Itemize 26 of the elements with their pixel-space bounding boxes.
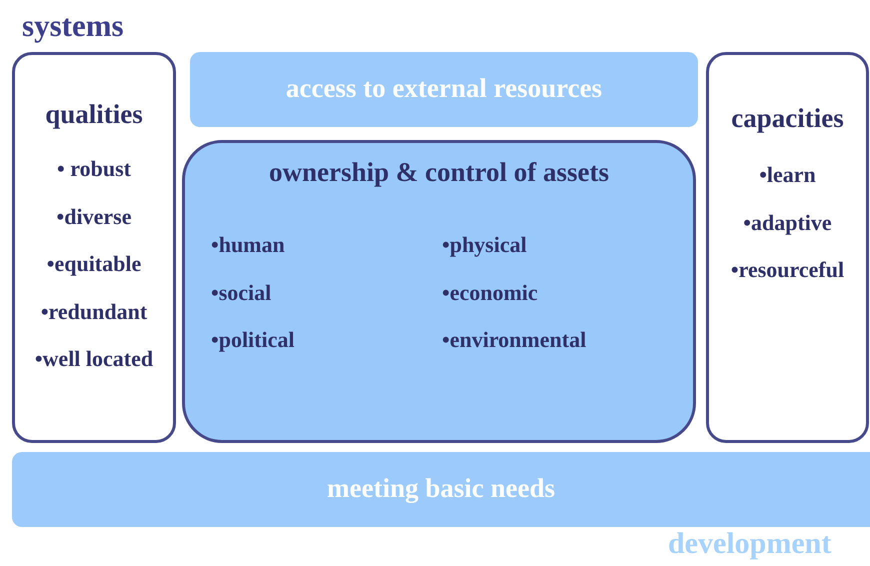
needs-band [12, 452, 870, 527]
bullet-item: •physical [442, 232, 527, 258]
bullet-item: •learn [758, 162, 817, 188]
bullet-item: •redundant [40, 298, 148, 325]
bullet-item: •well located [34, 346, 154, 372]
bullet-item: •human [211, 232, 285, 258]
corner-label: development [668, 527, 832, 561]
bullet-item: •adaptive [742, 210, 833, 236]
corner-label: systems [22, 8, 124, 44]
bullet-item: •diverse [56, 204, 132, 230]
bullet-item: •equitable [46, 251, 142, 278]
bullet-item: •resourceful [730, 257, 846, 284]
band-label: access to external resources [284, 72, 604, 104]
panel-heading: ownership & control of assets [268, 157, 610, 188]
resource-band [190, 52, 698, 127]
bullet-item: •environmental [442, 327, 586, 354]
bullet-item: • robust [56, 156, 132, 182]
bullet-item: •political [211, 327, 294, 354]
capacities-panel [706, 52, 869, 443]
panel-heading: capacities [730, 103, 845, 134]
panel-heading: qualities [44, 99, 144, 130]
qualities-panel [12, 52, 176, 443]
assets-box [182, 140, 696, 443]
bullet-item: •social [211, 280, 272, 306]
band-label: meeting basic needs [326, 472, 556, 504]
bullet-item: •economic [442, 280, 538, 306]
